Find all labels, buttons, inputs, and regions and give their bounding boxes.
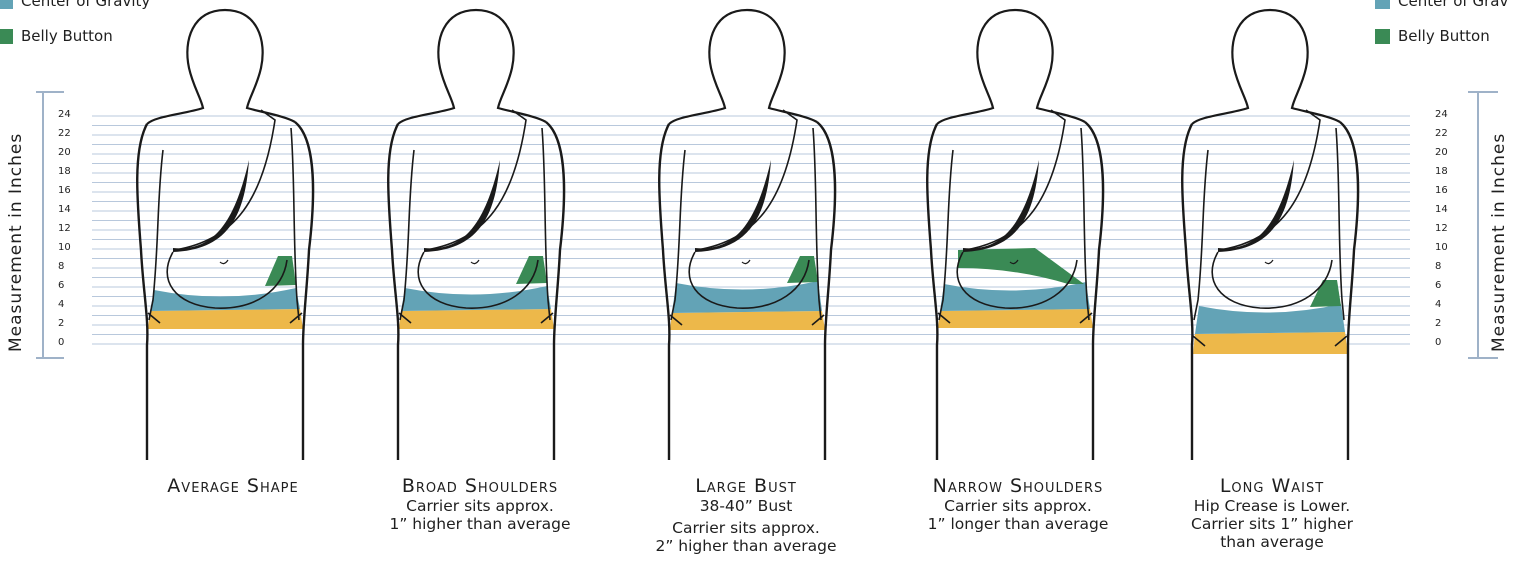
figure-title: Broad Shoulders: [360, 475, 600, 497]
belly-button-band: [1310, 280, 1341, 307]
figure-note-line: Carrier sits approx.: [360, 497, 600, 515]
tick-label: 2: [58, 318, 64, 329]
head-outline: [476, 10, 546, 122]
figure-title: Long Waist: [1152, 475, 1392, 497]
tick-label: 22: [58, 128, 71, 139]
head-outline: [1192, 10, 1270, 124]
legend-label: Center of Grav: [1398, 0, 1508, 10]
tick-label: 4: [58, 299, 64, 310]
center-of-gravity-band: [940, 282, 1090, 311]
head-outline: [1270, 10, 1340, 122]
head-outline: [669, 10, 747, 124]
figure-2: [659, 10, 835, 460]
tick-label: 12: [1435, 223, 1448, 234]
figures-group: [137, 10, 1358, 460]
caption-average-shape: Average Shape: [113, 475, 353, 497]
tick-label: 10: [1435, 242, 1448, 253]
hip-crease-band: [1193, 332, 1348, 354]
belly-button-band: [958, 248, 1084, 284]
tick-label: 16: [1435, 185, 1448, 196]
torso-left-outline: [137, 124, 147, 460]
navel-mark: [471, 260, 479, 264]
belly-button-band: [265, 256, 296, 286]
axis-title-left: Measurement in Inches: [6, 133, 26, 352]
figure-note-line: Carrier sits approx.: [626, 519, 866, 537]
tick-label: 20: [58, 147, 71, 158]
figure-1: [388, 10, 564, 460]
caption-narrow-shoulders: Narrow Shoulders Carrier sits approx. 1”…: [898, 475, 1138, 533]
legend-left-item-belly: Belly Button: [0, 27, 113, 45]
head-outline: [398, 10, 476, 124]
legend-left-item-gravity: Center of Gravity: [0, 0, 150, 10]
legend-label: Belly Button: [1398, 27, 1490, 45]
tick-label: 22: [1435, 128, 1448, 139]
arm-left-outline: [1194, 150, 1208, 320]
navel-mark: [1265, 260, 1273, 264]
tick-label: 8: [58, 261, 64, 272]
caption-long-waist: Long Waist Hip Crease is Lower. Carrier …: [1152, 475, 1392, 551]
tick-label: 0: [1435, 337, 1441, 348]
head-outline: [147, 10, 225, 124]
tick-label: 6: [58, 280, 64, 291]
head-outline: [225, 10, 295, 122]
legend-label: Center of Gravity: [21, 0, 150, 10]
legend-right-item-belly: Belly Button: [1375, 27, 1490, 45]
figure-4: [1182, 10, 1358, 460]
torso-left-outline: [1182, 124, 1192, 460]
axis-title-right: Measurement in Inches: [1489, 133, 1509, 352]
hip-crease-band: [148, 309, 303, 329]
figure-note-line: Carrier sits 1” higher: [1152, 515, 1392, 533]
gravity-swatch: [1375, 0, 1390, 9]
tick-label: 8: [1435, 261, 1441, 272]
tick-label: 0: [58, 337, 64, 348]
tick-label: 24: [58, 109, 71, 120]
figure-note-line: Hip Crease is Lower.: [1152, 497, 1392, 515]
tick-label: 24: [1435, 109, 1448, 120]
belly-swatch: [0, 29, 13, 44]
tick-label: 10: [58, 242, 71, 253]
tick-label: 14: [58, 204, 71, 215]
belly-swatch: [1375, 29, 1390, 44]
figure-note-line: 2” higher than average: [626, 537, 866, 555]
figure-title: Large Bust: [626, 475, 866, 497]
head-outline: [937, 10, 1015, 124]
navel-mark: [220, 260, 228, 264]
caption-large-bust: Large Bust 38-40” Bust Carrier sits appr…: [626, 475, 866, 555]
figure-note-line: than average: [1152, 533, 1392, 551]
head-outline: [1015, 10, 1085, 122]
figure-note-line: 1” longer than average: [898, 515, 1138, 533]
navel-mark: [742, 260, 750, 264]
legend-label: Belly Button: [21, 27, 113, 45]
head-outline: [747, 10, 817, 122]
tick-label: 18: [1435, 166, 1448, 177]
figure-title: Average Shape: [113, 475, 353, 497]
tick-label: 18: [58, 166, 71, 177]
torso-left-outline: [659, 124, 669, 460]
hip-crease-band: [938, 309, 1093, 328]
tick-label: 4: [1435, 299, 1441, 310]
figure-title: Narrow Shoulders: [898, 475, 1138, 497]
tick-label: 20: [1435, 147, 1448, 158]
legend-right-item-gravity: Center of Grav: [1375, 0, 1508, 10]
tick-label: 12: [58, 223, 71, 234]
figure-note-line: 1” higher than average: [360, 515, 600, 533]
tick-label: 16: [58, 185, 71, 196]
hip-crease-band: [670, 311, 825, 330]
caption-broad-shoulders: Broad Shoulders Carrier sits approx. 1” …: [360, 475, 600, 533]
tick-label: 14: [1435, 204, 1448, 215]
figure-note-line: 38-40” Bust: [626, 497, 866, 515]
figure-0: [137, 10, 313, 460]
gravity-swatch: [0, 0, 13, 9]
figure-3: [927, 10, 1103, 460]
torso-left-outline: [927, 124, 937, 460]
figure-note-line: Carrier sits approx.: [898, 497, 1138, 515]
tick-label: 2: [1435, 318, 1441, 329]
hip-crease-band: [399, 309, 554, 329]
torso-left-outline: [388, 124, 398, 460]
tick-label: 6: [1435, 280, 1441, 291]
